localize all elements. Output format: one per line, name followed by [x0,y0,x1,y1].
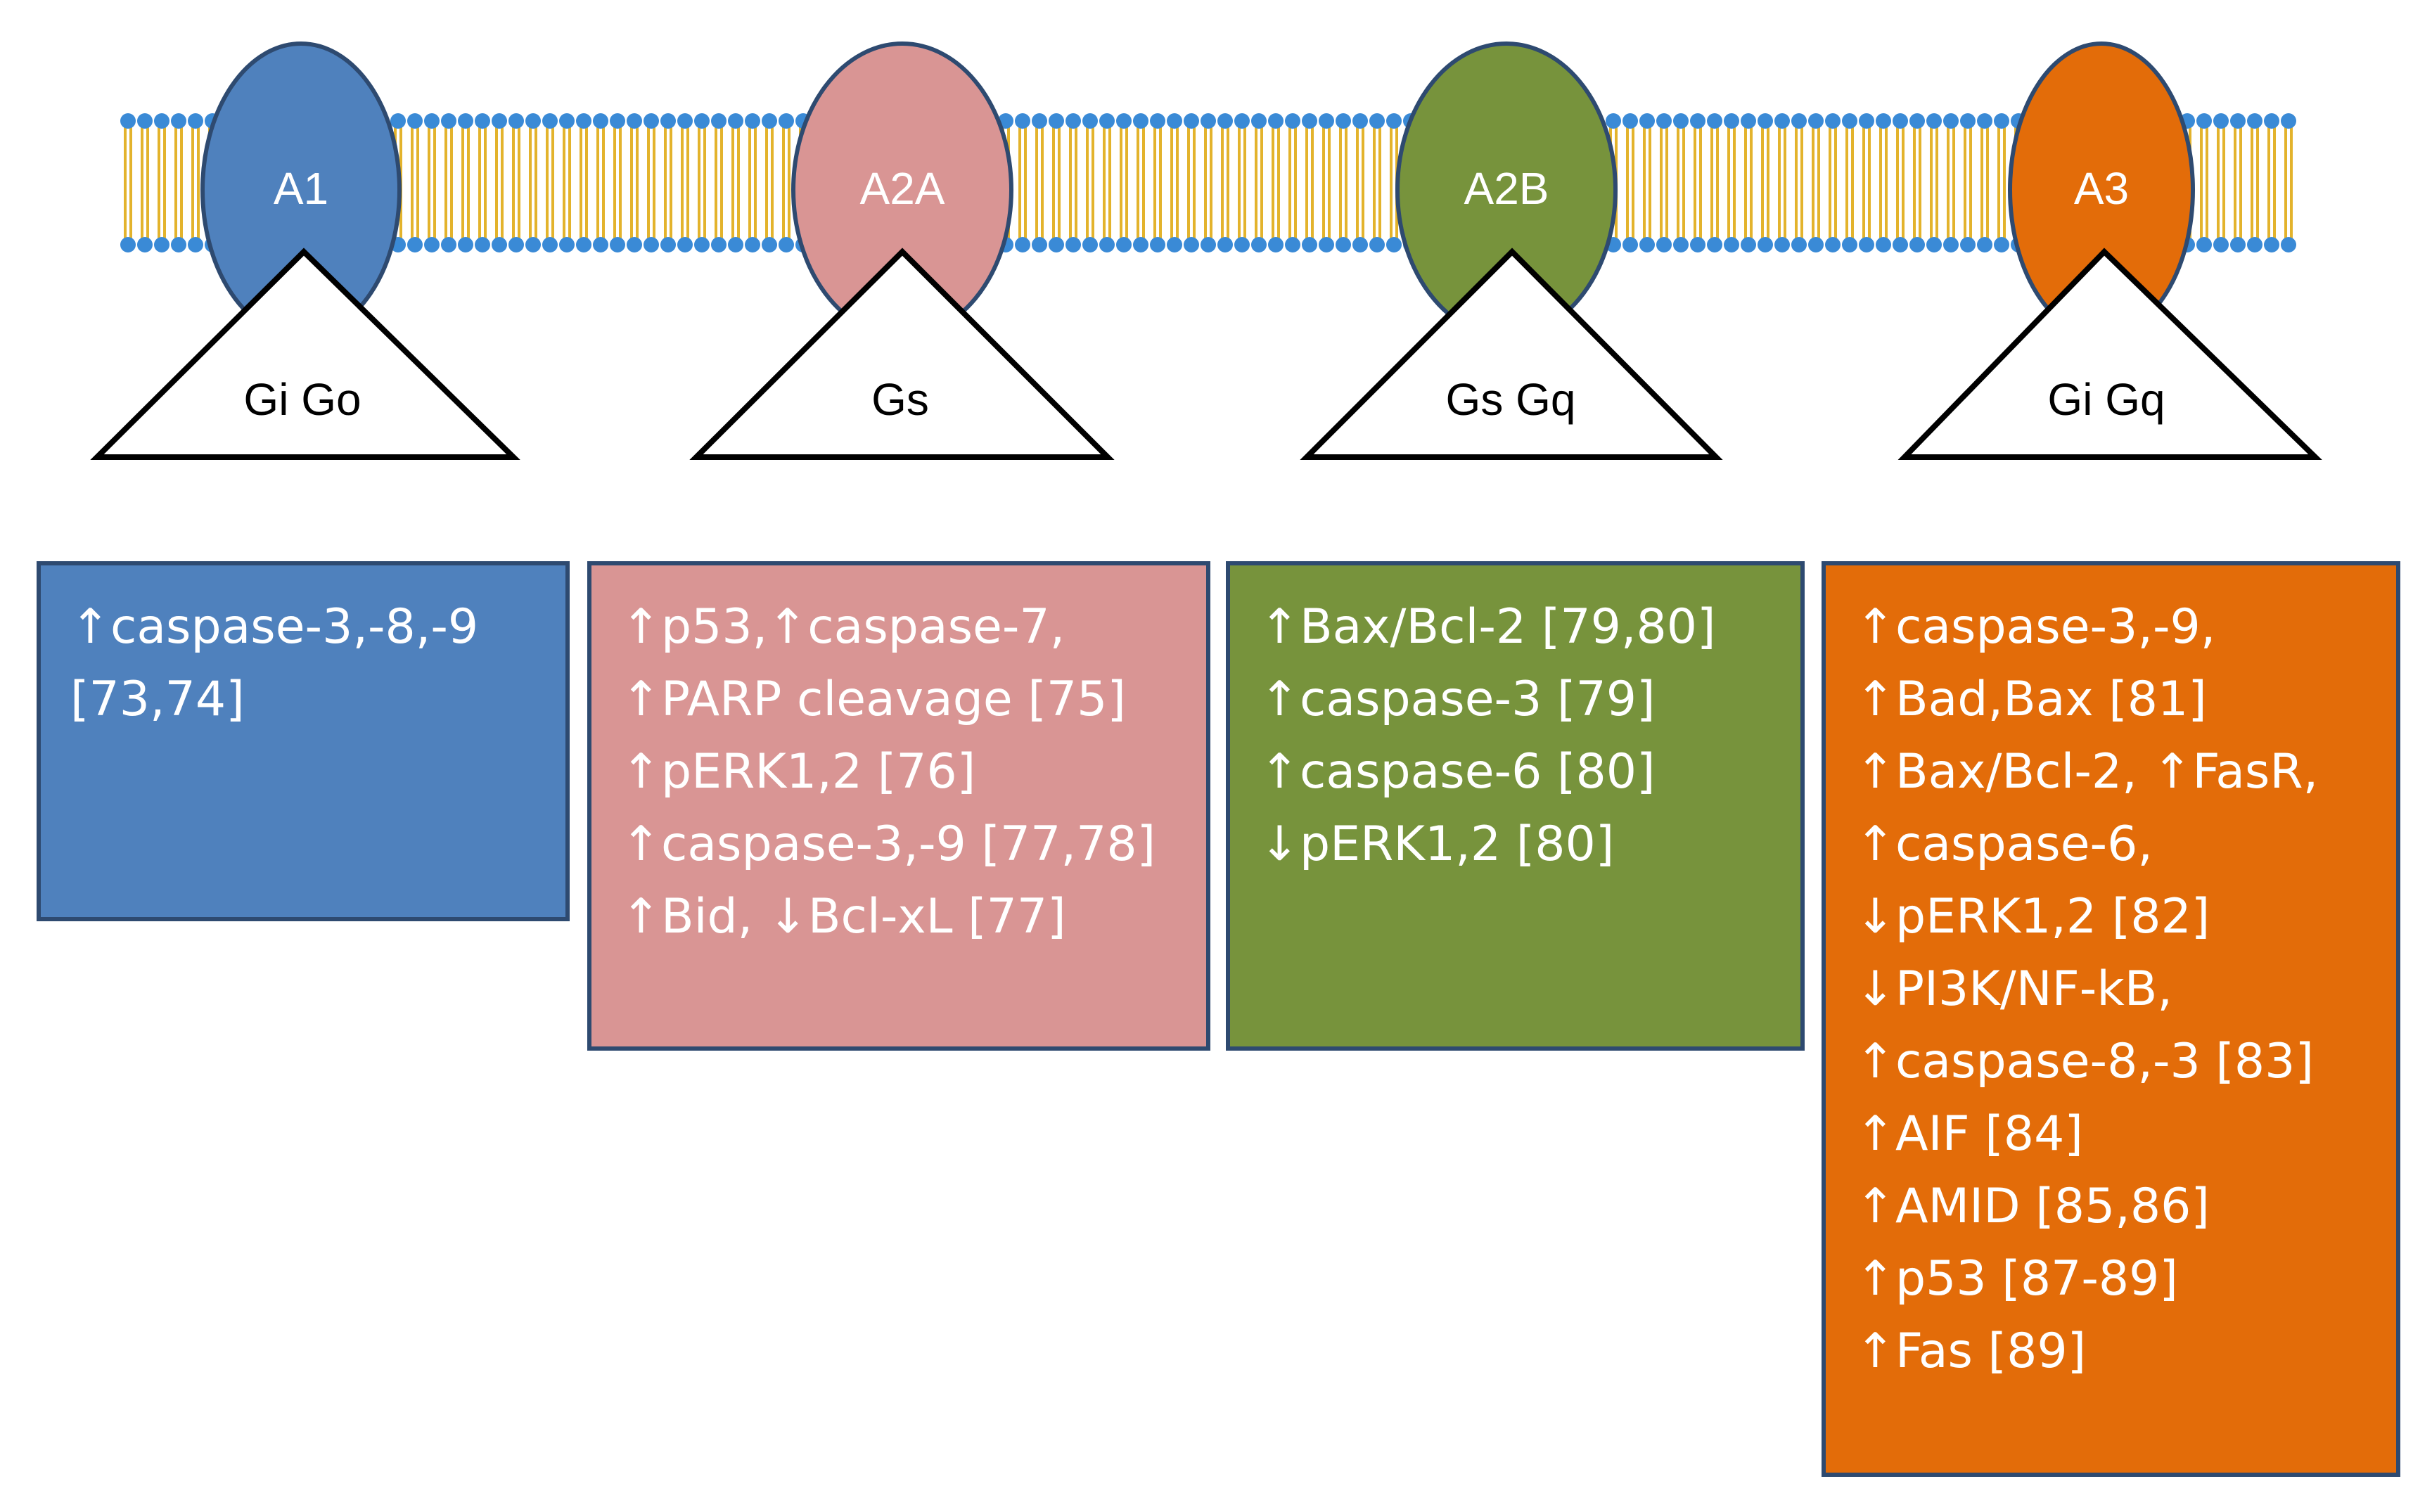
effect-line: ↓PI3K/NF-kB, [1855,961,2172,1017]
g-protein-a1-label: Gi Go [243,374,361,425]
effect-line: ↑PARP cleavage [75] [621,672,1126,727]
effect-line: ↑pERK1,2 [76] [621,744,976,800]
cell-membrane [120,113,2296,253]
receptor-a3: A3 Gi Gq [1897,41,2322,460]
effect-line: ↑caspase-6, [1855,816,2153,872]
effect-box-a2b: ↑Bax/Bcl-2 [79,80] ↑caspase-3 [79] ↑casp… [1226,561,1805,1051]
g-protein-a2b-label: Gs Gq [1446,374,1576,425]
effect-line: ↑caspase-8,-3 [83] [1855,1034,2314,1089]
receptor-a2a: A2A Gs [689,41,1115,460]
effect-line: ↑caspase-3,-9, [1855,599,2216,655]
effect-line: [73,74] [70,672,245,727]
effect-line: ↑caspase-3 [79] [1260,672,1656,727]
effect-line: ↓pERK1,2 [80] [1260,816,1615,872]
effect-line: ↑AIF [84] [1855,1106,2083,1162]
effect-line: ↑caspase-6 [80] [1260,744,1656,800]
effect-line: ↑p53 [87-89] [1855,1251,2178,1307]
g-protein-a2b-triangle [1300,248,1723,460]
g-protein-a3-label: Gi Gq [2047,374,2165,425]
g-protein-a3-triangle [1897,248,2322,460]
effect-line: ↑p53,↑caspase-7, [621,599,1065,655]
receptor-a1-label: A1 [274,163,328,214]
g-protein-a2a-triangle [689,248,1115,460]
effect-box-a2a: ↑p53,↑caspase-7, ↑PARP cleavage [75] ↑pE… [587,561,1210,1051]
receptor-a3-label: A3 [2074,163,2129,214]
effect-line: ↓pERK1,2 [82] [1855,889,2210,944]
receptor-a2b-label: A2B [1464,163,1549,214]
effect-line: ↑Fas [89] [1855,1324,2087,1379]
effect-line: ↑Bad,Bax [81] [1855,672,2207,727]
effect-line: ↑caspase-3,-8,-9 [70,599,479,655]
effect-line: ↑Bax/Bcl-2 [79,80] [1260,599,1716,655]
effect-line: ↑caspase-3,-9 [77,78] [621,816,1156,872]
receptor-a2b: A2B Gs Gq [1300,41,1723,460]
g-protein-a2a-label: Gs [871,374,929,425]
effect-box-a1: ↑caspase-3,-8,-9 [73,74] [37,561,570,921]
effect-box-a3: ↑caspase-3,-9, ↑Bad,Bax [81] ↑Bax/Bcl-2,… [1822,561,2400,1477]
effect-line: ↑Bax/Bcl-2, ↑FasR, [1855,744,2319,800]
effect-line: ↑Bid, ↓Bcl-xL [77] [621,889,1066,944]
receptor-a1: A1 Gi Go [90,41,520,460]
g-protein-a1-triangle [90,248,520,460]
effect-line: ↑AMID [85,86] [1855,1179,2210,1234]
receptor-a2a-label: A2A [860,163,945,214]
